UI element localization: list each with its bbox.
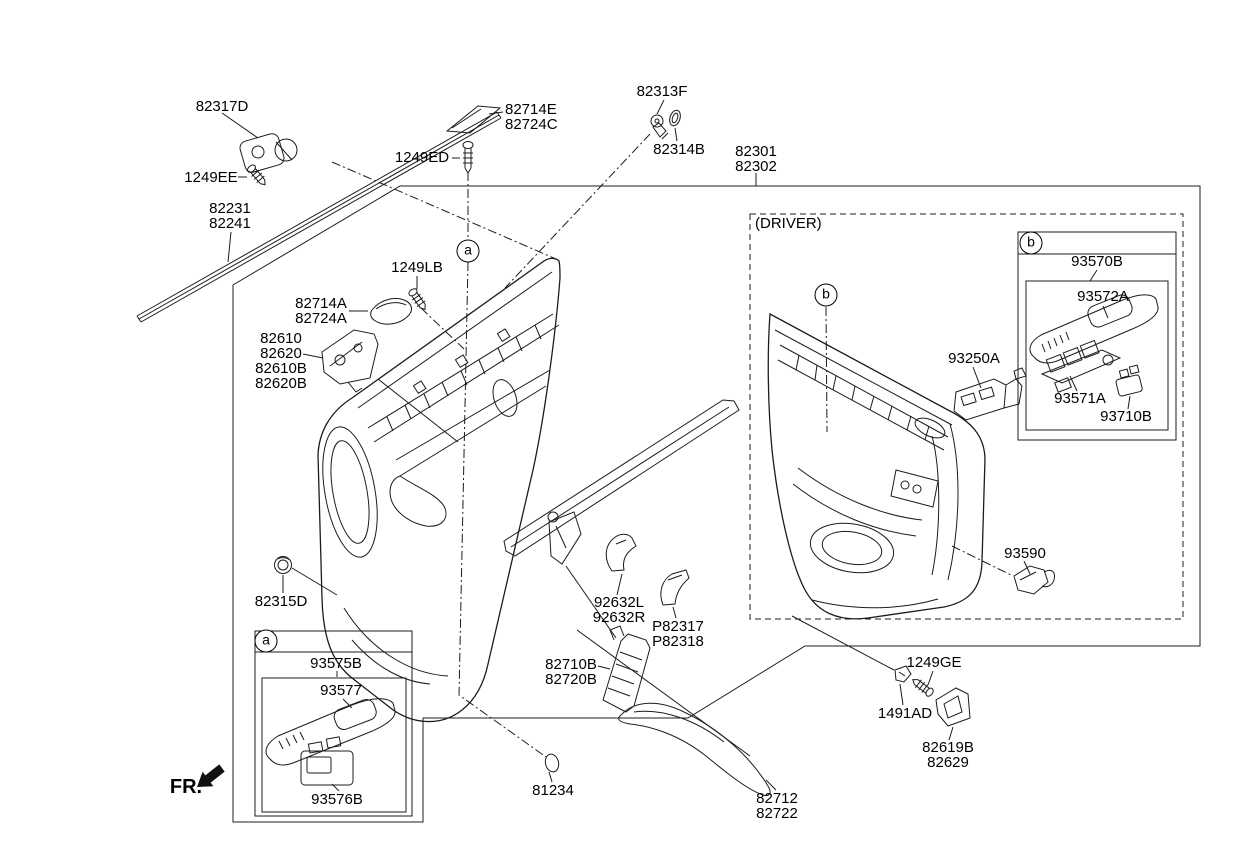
detail-box-a — [255, 631, 412, 816]
label-93576b: 93576B — [311, 791, 363, 808]
label-93577: 93577 — [320, 682, 362, 699]
part-bracket-93250a — [954, 368, 1026, 420]
part-armrest-82712 — [619, 703, 770, 795]
part-clip-93590 — [1014, 566, 1055, 594]
part-sill-strip — [504, 400, 739, 556]
construction-lines — [332, 134, 1013, 757]
label-81234: 81234 — [532, 782, 574, 799]
part-92632 — [606, 534, 636, 571]
part-door-trim-main — [314, 258, 560, 721]
part-clip-82313f — [651, 115, 668, 139]
part-screw-1249ed — [463, 142, 473, 174]
label-82315d: 82315D — [254, 593, 308, 610]
part-quadrant-cover-82710b — [603, 626, 650, 712]
part-switch-93710b — [1115, 365, 1142, 397]
callout-b-driver-panel: b — [814, 283, 838, 307]
part-pad-82714a — [371, 298, 412, 324]
part-bezel-93572a — [1030, 293, 1158, 364]
label-93570b: 93570B — [1071, 253, 1123, 270]
label-82313f: 82313F — [636, 83, 688, 100]
label-fr: FR. — [169, 776, 203, 798]
label-1249ge: 1249GE — [906, 654, 962, 671]
callout-a-main-panel: a — [456, 239, 480, 263]
front-direction-arrow-icon — [197, 764, 225, 787]
part-screw-1249lb — [407, 287, 429, 312]
part-screw-1249ee — [246, 163, 269, 188]
part-handle-82610 — [322, 330, 378, 392]
label-93571a: 93571A — [1054, 390, 1106, 407]
callout-a-detail-box: a — [254, 629, 278, 653]
label-82314b: 82314B — [653, 141, 705, 158]
detail-box-b — [1018, 232, 1176, 440]
callout-b-detail-box: b — [1019, 231, 1043, 255]
part-switch-93576b — [301, 737, 353, 785]
part-pillar-cover — [549, 512, 581, 564]
part-screw-1249ge — [910, 676, 935, 698]
label-93710b: 93710B — [1100, 408, 1152, 425]
label-93250a: 93250A — [948, 350, 1000, 367]
label-driver: (DRIVER) — [755, 215, 822, 232]
part-p82317 — [661, 570, 689, 605]
diagram-border — [233, 186, 1200, 822]
part-door-trim-driver — [768, 314, 985, 619]
part-grommet-82315d — [275, 557, 292, 574]
label-93575b: 93575B — [310, 655, 362, 672]
part-clip-1491ad — [895, 666, 911, 682]
part-grommet-82314b — [668, 109, 682, 127]
leader-lines — [222, 100, 1130, 791]
label-82317d: 82317D — [195, 98, 249, 115]
label-1249ee: 1249EE — [184, 169, 238, 186]
label-1491ad: 1491AD — [877, 705, 933, 722]
part-garnish-82714e — [447, 106, 500, 133]
label-93590: 93590 — [1004, 545, 1046, 562]
driver-section-box — [750, 214, 1183, 619]
label-1249lb: 1249LB — [391, 259, 443, 276]
label-93572a: 93572A — [1077, 288, 1129, 305]
part-cover-82619b — [936, 688, 970, 726]
part-clip-81234 — [544, 753, 561, 774]
part-switch-93571a — [1042, 341, 1120, 393]
label-1249ed: 1249ED — [394, 149, 450, 166]
part-bezel-93577 — [266, 697, 395, 765]
